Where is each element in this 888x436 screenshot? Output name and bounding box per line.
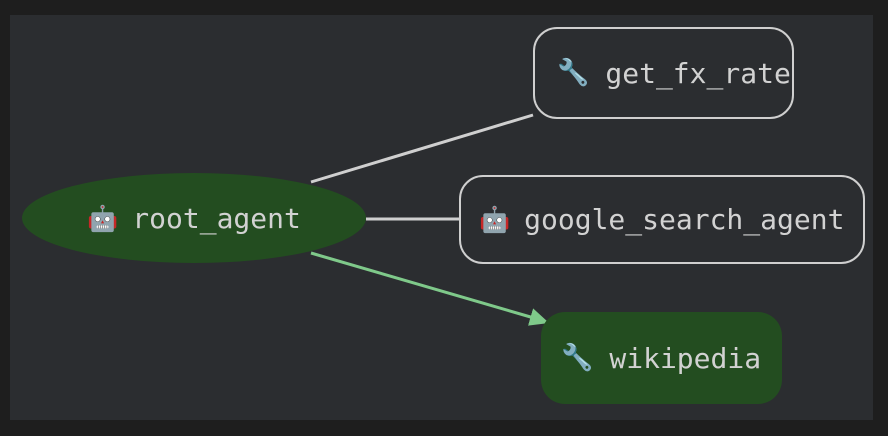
graph-node-root-agent[interactable]: 🤖 root_agent (22, 173, 366, 263)
robot-icon: 🤖 (87, 203, 119, 233)
robot-icon: 🤖 (479, 205, 511, 234)
wrench-icon: 🔧 (561, 343, 594, 373)
graph-node-label: root_agent (132, 201, 301, 235)
graph-node-wikipedia[interactable]: 🔧 wikipedia (541, 312, 782, 404)
graph-node-label: google_search_agent (524, 203, 845, 236)
wrench-icon: 🔧 (557, 58, 590, 88)
graph-node-label: get_fx_rate (605, 56, 791, 90)
graph-node-label: wikipedia (609, 341, 762, 375)
graph-node-google-search-agent[interactable]: 🤖 google_search_agent (459, 175, 865, 264)
graph-node-get-fx-rate[interactable]: 🔧 get_fx_rate (533, 27, 794, 119)
